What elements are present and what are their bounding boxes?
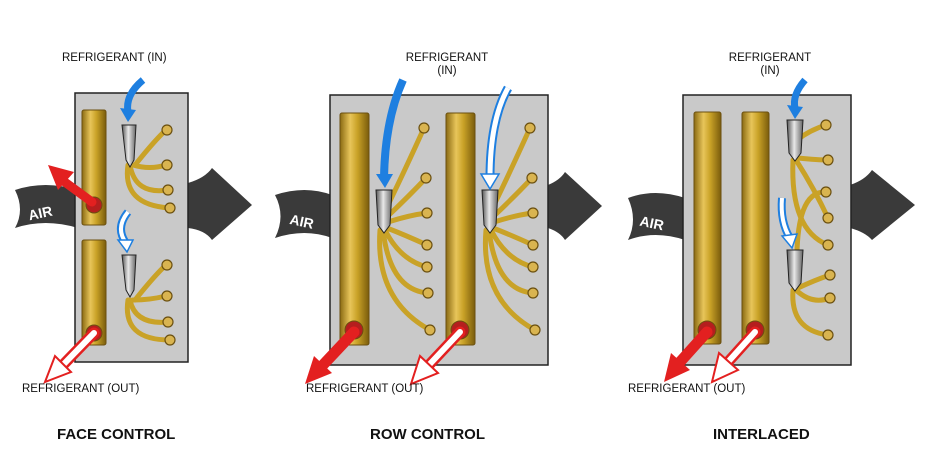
refrigerant-out-label: REFRIGERANT (OUT) [306,383,424,395]
refrigerant-out-arrow [57,175,97,207]
interlaced-panel: AIR [628,77,915,384]
refrigerant-out-label: REFRIGERANT (OUT) [628,383,746,395]
refrigerant-out-arrow [674,326,713,368]
refrigerant-out-arrow [316,326,360,372]
air-out-arrow [188,168,252,240]
air-label: AIR [288,211,315,232]
distributor [375,189,393,234]
header-tube-lower [81,239,107,346]
distributor [481,189,499,234]
face-control-panel: AIR [15,77,252,384]
distributor [786,249,804,292]
header-tube-1 [693,111,722,345]
air-in-arrow [628,193,685,240]
refrigerant-out-label: REFRIGERANT (OUT) [22,383,140,395]
header-tube-2 [741,111,770,345]
distributor [121,124,137,169]
distributor [121,254,137,299]
refrigerant-in-label: REFRIGERANT (IN) [62,52,167,64]
refrigerant-in-label-line1: REFRIGERANT [405,52,489,64]
air-out-arrow [850,170,915,240]
air-label: AIR [638,213,665,234]
distributor [786,119,804,162]
row-control-panel: AIR [275,78,602,386]
panel-title-row-control: ROW CONTROL [370,426,485,443]
air-out-arrow [548,172,602,240]
panel-title-interlaced: INTERLACED [713,426,810,443]
refrigerant-in-label: REFRIGERANT (IN) [720,52,820,78]
header-tube-1 [339,112,370,346]
refrigerant-in-label: REFRIGERANT (IN) [392,52,502,78]
air-label: AIR [27,203,54,224]
refrigerant-in-label-line2: (IN) [760,65,780,77]
panel-title-face-control: FACE CONTROL [57,426,176,443]
refrigerant-in-arrow [380,78,407,179]
header-tube-2 [445,112,476,346]
refrigerant-in-label-line1: REFRIGERANT [728,52,812,64]
refrigerant-in-arrow [791,77,808,109]
air-in-arrow [275,190,332,238]
refrigerant-in-label-line2: (IN) [437,65,457,77]
air-in-arrow [15,185,78,228]
